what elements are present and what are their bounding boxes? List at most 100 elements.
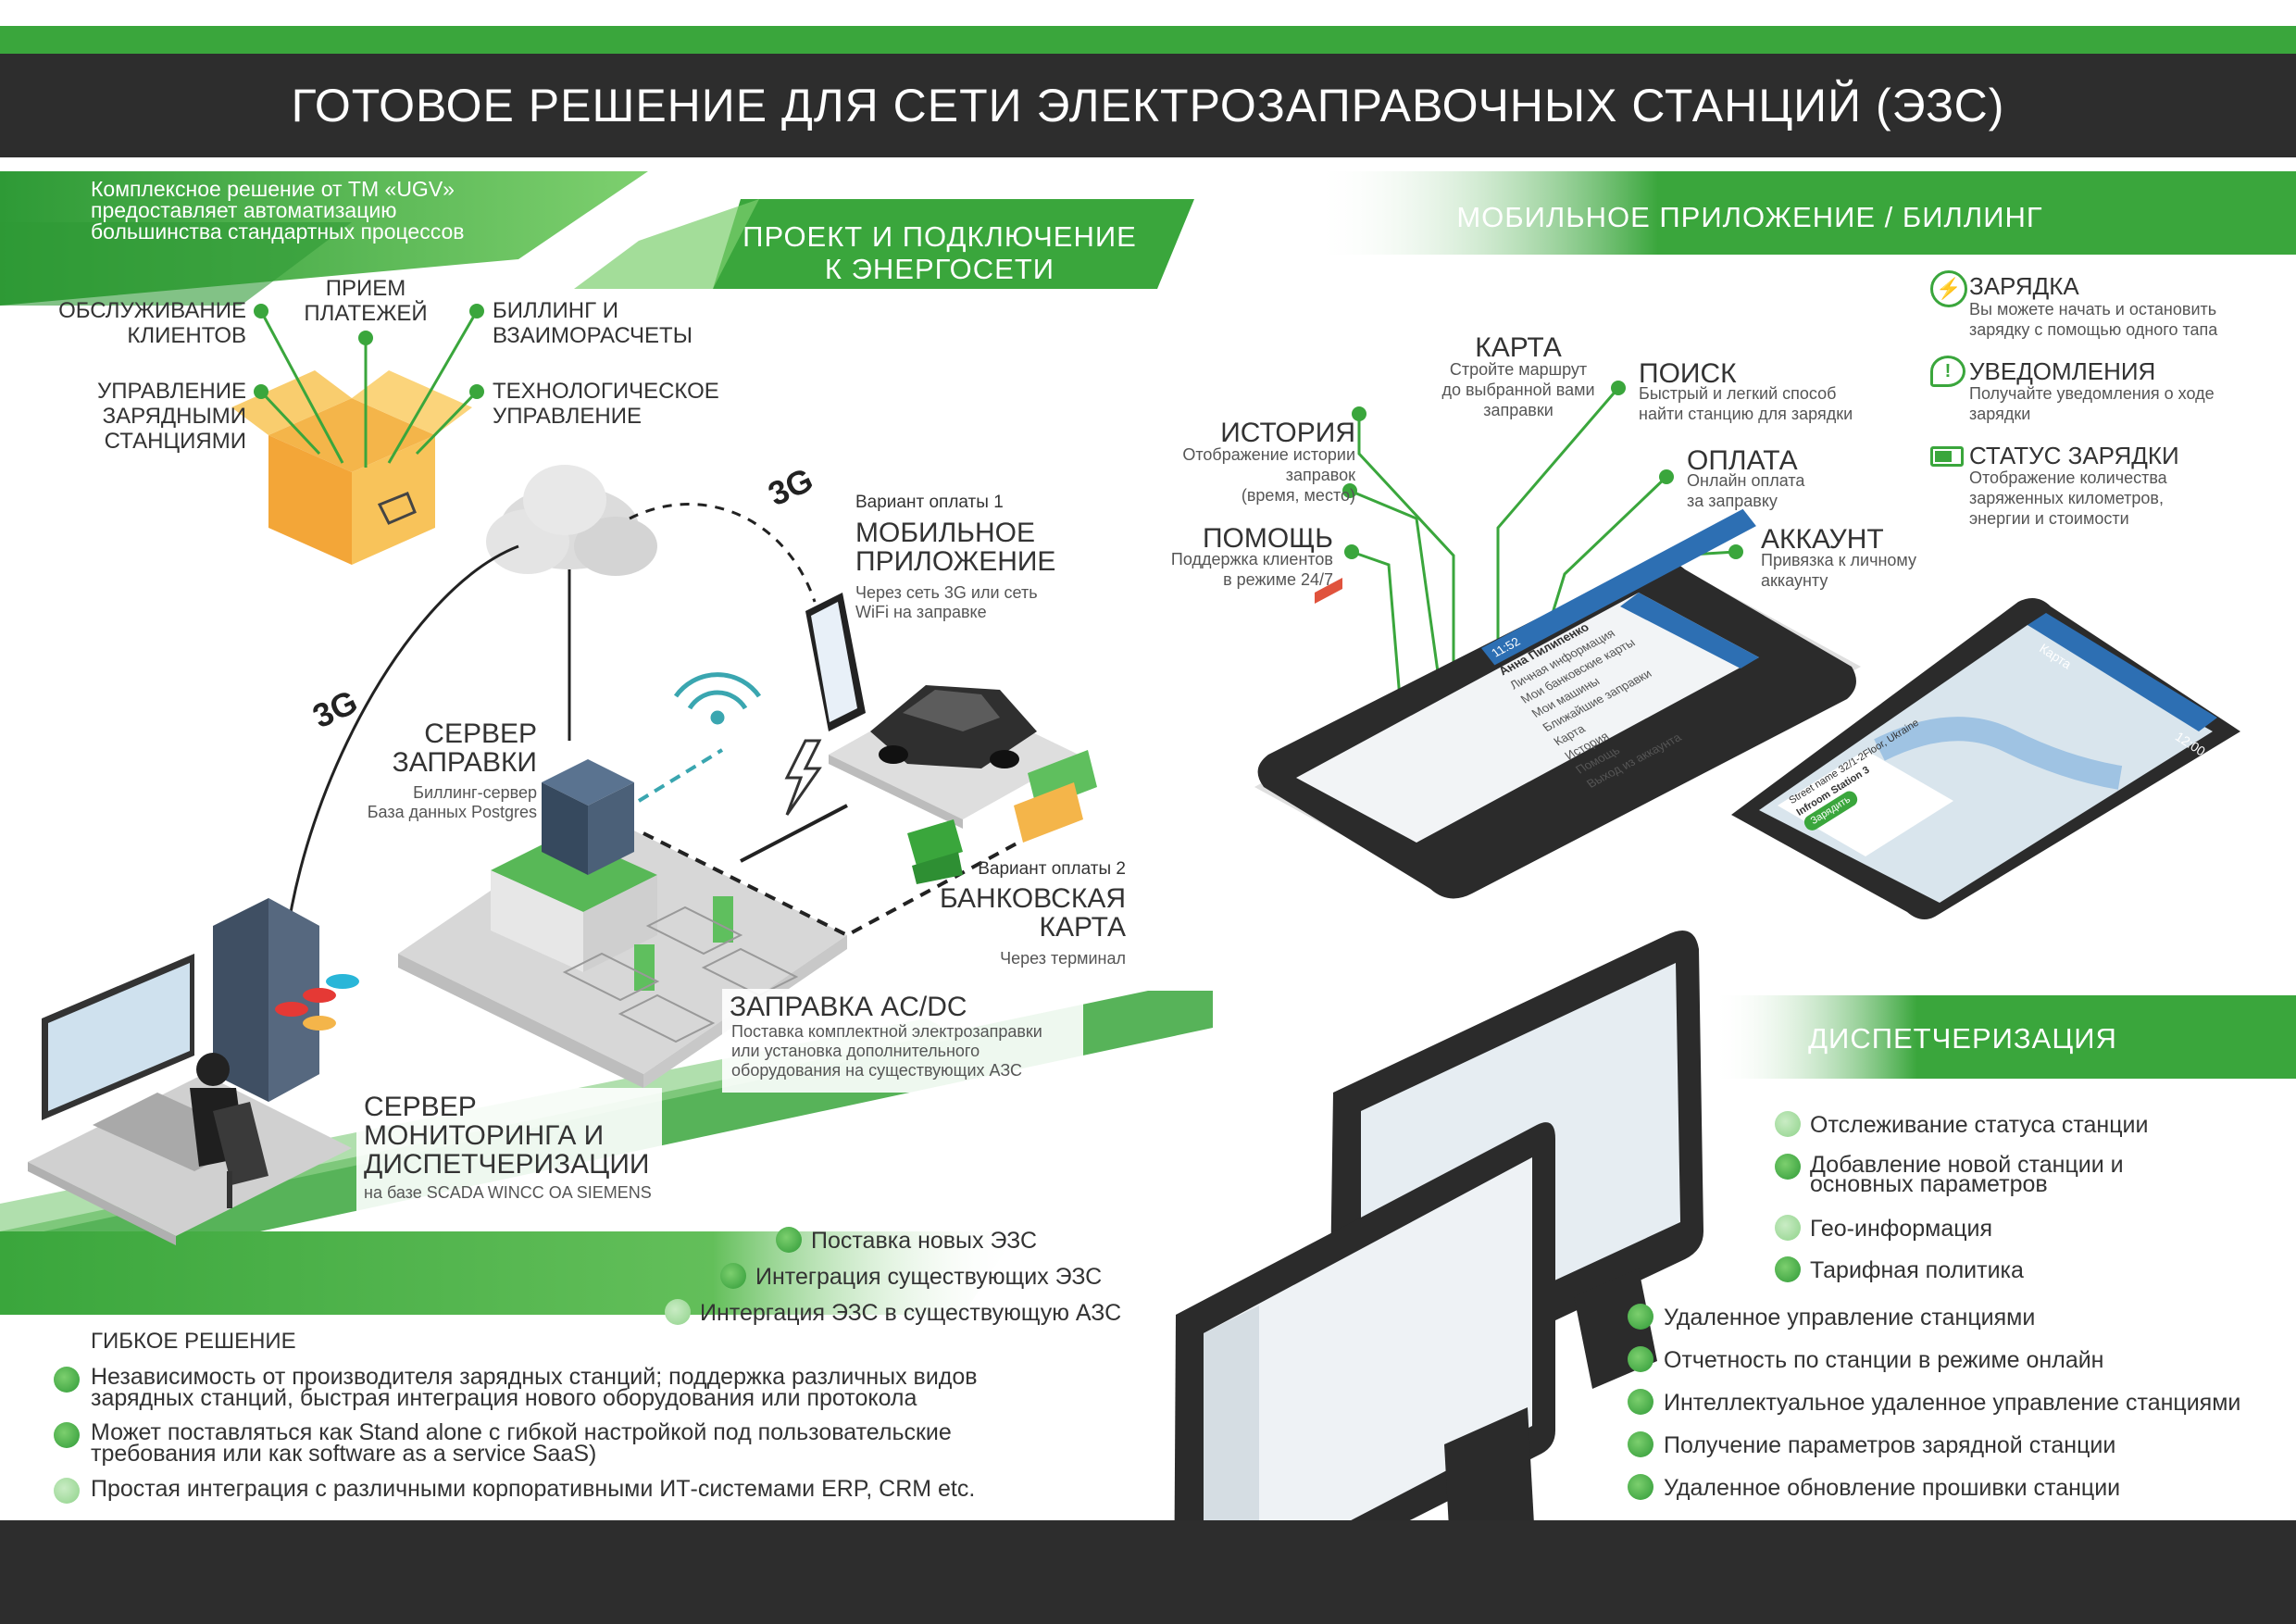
lightning-icon: [784, 739, 822, 816]
title-line: МОНИТОРИНГА И: [364, 1120, 605, 1151]
dispatch-band: [1713, 995, 2296, 1079]
desc-line: найти станцию для зарядки: [1639, 405, 1853, 423]
label-line: СТАНЦИЯМИ: [104, 429, 246, 454]
bullet-icon: [1628, 1389, 1653, 1415]
desc-line: заряженных километров,: [1969, 489, 2164, 507]
monitoring-backdrop: [356, 1088, 662, 1213]
desc-line: Получайте уведомления о ходе: [1969, 384, 2215, 403]
box-illustration: [231, 370, 472, 565]
label-payments: ПРИЕМ ПЛАТЕЖЕЙ: [296, 276, 435, 326]
desc-line: База данных Postgres: [367, 803, 537, 821]
bullet-line: основных параметров: [1810, 1171, 2048, 1197]
label-line: КЛИЕНТОВ: [127, 323, 246, 348]
desc-line: оборудования на существующих АЗС: [731, 1061, 1022, 1080]
payment1-variant: Вариант оплаты 1: [855, 493, 1004, 512]
project-band-line: ПРОЕКТ И ПОДКЛЮЧЕНИЕ: [742, 220, 1137, 253]
feature-history-title: ИСТОРИЯ: [1220, 418, 1355, 448]
charging-title: ЗАПРАВКА AC/DC: [730, 992, 967, 1022]
title-line: СЕРВЕР: [424, 718, 537, 749]
bullet-icon: [1775, 1111, 1801, 1137]
payment1-desc: Через сеть 3G или сеть WiFi на заправке: [855, 583, 1133, 622]
bullet-line: Может поставляться как Stand alone с гиб…: [91, 1419, 952, 1445]
feature-help-title: ПОМОЩЬ: [1202, 523, 1333, 554]
flexible-bullet: Может поставляться как Stand alone с гиб…: [91, 1419, 1109, 1467]
dispatch-bullet: Удаленное управление станциями: [1664, 1305, 2036, 1330]
desc-line: Поддержка клиентов: [1170, 550, 1333, 568]
dispatch-bullet: Получение параметров зарядной станции: [1664, 1432, 2116, 1458]
feature-map-title: КАРТА: [1475, 332, 1562, 363]
feature-help-desc: Поддержка клиентов в режиме 24/7: [1111, 549, 1333, 590]
desc-line: до выбранной вами: [1441, 381, 1595, 399]
label-station-management: УПРАВЛЕНИЕ ЗАРЯДНЫМИ СТАНЦИЯМИ: [28, 379, 246, 454]
dispatch-bullet: Отчетность по станции в режиме онлайн: [1664, 1347, 2104, 1373]
bullet-icon: [1775, 1154, 1801, 1180]
project-band-label: ПРОЕКТ И ПОДКЛЮЧЕНИЕ К ЭНЕРГОСЕТИ: [741, 220, 1139, 285]
station-server-title: СЕРВЕР ЗАПРАВКИ: [306, 719, 537, 777]
bullet-line: зарядных станций, быстрая интеграция нов…: [91, 1385, 917, 1411]
label-line: БИЛЛИНГ И: [493, 298, 618, 323]
monitoring-title: СЕРВЕР МОНИТОРИНГА И ДИСПЕТЧЕРИЗАЦИИ: [364, 1093, 697, 1179]
desc-line: WiFi на заправке: [855, 603, 987, 621]
label-line: ЗАРЯДНЫМИ: [102, 404, 246, 429]
desc-line: зарядку с помощью одного тапа: [1969, 320, 2218, 339]
dispatch-bullet: Гео-информация: [1810, 1216, 1993, 1242]
project-band: [713, 199, 1194, 289]
phone-map-illustration: [1731, 598, 2240, 920]
payment1-title: МОБИЛЬНОЕ ПРИЛОЖЕНИЕ: [855, 518, 1133, 576]
dispatch-bullet: Отслеживание статуса станции: [1810, 1112, 2149, 1138]
desc-line: аккаунту: [1761, 571, 1828, 590]
feature-search-title: ПОИСК: [1639, 358, 1737, 389]
label-tech-management: ТЕХНОЛОГИЧЕСКОЕ УПРАВЛЕНИЕ: [493, 379, 733, 429]
label-line: ПЛАТЕЖЕЙ: [304, 301, 428, 326]
desc-line: в режиме 24/7: [1223, 570, 1333, 589]
car-illustration: [829, 685, 1079, 829]
wifi-icon: [673, 672, 762, 725]
battery-icon: [1930, 446, 1964, 467]
dispatch-band-label: ДИСПЕТЧЕРИЗАЦИЯ: [1808, 1022, 2117, 1055]
payment2-title: БАНКОВСКАЯ КАРТА: [833, 884, 1126, 942]
charging-backdrop: [722, 989, 1083, 1093]
page-title: ГОТОВОЕ РЕШЕНИЕ ДЛЯ СЕТИ ЭЛЕКТРОЗАПРАВОЧ…: [291, 80, 2005, 131]
desc-line: энергии и стоимости: [1969, 509, 2129, 528]
title-line: ДИСПЕТЧЕРИЗАЦИИ: [364, 1149, 650, 1180]
kiosk-phone-illustration: [805, 593, 866, 731]
charging-desc: Поставка комплектной электрозаправки или…: [731, 1022, 1102, 1081]
monitoring-desk-illustration: [28, 898, 359, 1245]
bullet-icon: [1775, 1256, 1801, 1282]
title-line: ПРИЛОЖЕНИЕ: [855, 546, 1056, 577]
status-title: СТАТУС ЗАРЯДКИ: [1969, 442, 2179, 469]
desc-line: заправки: [1483, 401, 1554, 419]
intro-line: большинства стандартных процессов: [91, 219, 465, 244]
desc-line: Биллинг-сервер: [413, 783, 537, 802]
desc-line: Онлайн оплата: [1687, 471, 1805, 490]
label-billing: БИЛЛИНГ И ВЗАИМОРАСЧЕТЫ: [493, 298, 733, 348]
bank-card-icon: [1014, 750, 1097, 843]
bullet-icon: [1628, 1346, 1653, 1372]
desc-line: (время, место): [1241, 486, 1355, 505]
label-line: ОБСЛУЖИВАНИЕ: [58, 298, 246, 323]
mobile-band: [1315, 171, 2296, 255]
feature-history-desc: Отображение истории заправок (время, мес…: [1111, 444, 1355, 506]
phone-menu-illustration: [1254, 560, 1861, 899]
bullet-icon: [54, 1478, 80, 1504]
label-line: ПРИЕМ: [325, 276, 406, 301]
flexible-bullet: Независимость от производителя зарядных …: [91, 1366, 1109, 1411]
status-desc: Отображение количества заряженных киломе…: [1969, 468, 2284, 529]
feature-search-desc: Быстрый и легкий способ найти станцию дл…: [1639, 383, 1916, 424]
project-band-line: К ЭНЕРГОСЕТИ: [824, 253, 1055, 285]
bullet-line: требования или как software as a service…: [91, 1441, 597, 1467]
feature-payment-desc: Онлайн оплата за заправку: [1687, 470, 1909, 511]
desc-line: Через сеть 3G или сеть: [855, 583, 1038, 602]
desc-line: Вы можете начать и остановить: [1969, 300, 2217, 319]
title-line: БАНКОВСКАЯ: [939, 883, 1126, 914]
hand-card-icon: [907, 819, 963, 884]
bullet-line: Добавление новой станции и: [1810, 1152, 2124, 1178]
title-line: СЕРВЕР: [364, 1092, 477, 1122]
mobile-band-label: МОБИЛЬНОЕ ПРИЛОЖЕНИЕ / БИЛЛИНГ: [1456, 201, 2043, 233]
top-accent-bar: [0, 26, 2296, 54]
dispatch-bullet: Интеллектуальное удаленное управление ст…: [1664, 1390, 2241, 1416]
bullet-icon: [720, 1263, 746, 1289]
desc-line: или установка дополнительного: [731, 1042, 980, 1060]
flexible-heading: ГИБКОЕ РЕШЕНИЕ: [91, 1329, 296, 1354]
title-bar: [0, 54, 2296, 157]
